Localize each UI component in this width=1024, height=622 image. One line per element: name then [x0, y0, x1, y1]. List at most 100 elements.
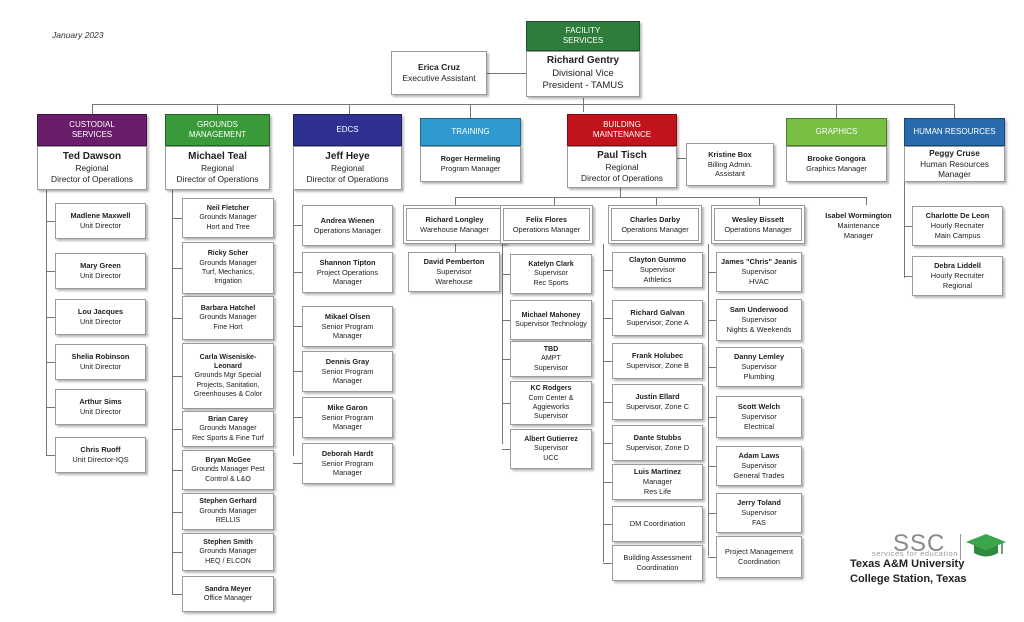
person-title: Grounds Mgr Special Projects, Sanitation… [193, 371, 263, 399]
person-title: Grounds Manager Fine Hort [199, 313, 257, 331]
person-name: Frank Holubec [631, 351, 684, 361]
person-title: Supervisor, Zone C [625, 402, 690, 411]
person-title: Com Center & Aggieworks Supervisor [528, 393, 574, 421]
person-name: Deborah Hardt [321, 448, 374, 458]
person-title: Supervisor Warehouse [435, 267, 473, 286]
person-title: Supervisor, Zone A [626, 318, 689, 327]
person-name: Debra Liddell [934, 261, 981, 271]
person-title: Grounds Manager HEQ / ELCON [199, 547, 257, 565]
training-header: TRAINING [420, 118, 521, 146]
person-title: Supervisor UCC [534, 444, 568, 462]
human-resources-header: HUMAN RESOURCES [904, 118, 1005, 146]
person-title: Supervisor Plumbing [741, 362, 777, 381]
person-title: Supervisor, Zone D [625, 443, 690, 452]
person-name: Arthur Sims [79, 397, 122, 407]
person-title: Grounds Manager Turf, Mechanics, Irrigat… [199, 258, 257, 286]
facility-services-header: FACILITY SERVICES [526, 21, 640, 51]
person-title: Office Manager [203, 594, 253, 602]
person-title: Unit Director [79, 271, 122, 280]
person-name: Michael Mahoney [521, 310, 581, 319]
executive-assistant-box: Erica Cruz Executive Assistant [391, 51, 487, 95]
person-name: Scott Welch [737, 402, 781, 412]
custodial-lead-box: Ted Dawson Regional Director of Operatio… [37, 146, 147, 190]
person-name: Dante Stubbs [633, 433, 682, 443]
building-staff-box: DM Coordination [612, 506, 703, 542]
graduation-cap-icon [966, 534, 1006, 557]
person-name: Dennis Gray [325, 356, 370, 366]
person-name: TBD [543, 344, 559, 353]
ssc-tagline: services for education [871, 549, 958, 558]
graphics-lead-box: Brooke Gongora Graphics Manager [786, 146, 887, 182]
grounds-management-header: GROUNDS MANAGEMENT [165, 114, 270, 146]
vp-title: Divisional Vice President - TAMUS [542, 67, 624, 92]
graphics-header: GRAPHICS [786, 118, 887, 146]
hr-lead-box: Peggy Cruse Human Resources Manager [904, 146, 1005, 182]
university-location: College Station, Texas [850, 572, 967, 585]
person-title: Supervisor Rec Sports [533, 269, 569, 287]
person-name: Neil Fletcher [206, 203, 250, 212]
person-name: Katelyn Clark [528, 259, 574, 268]
person-title: Supervisor General Trades [733, 461, 785, 480]
person-title: Supervisor Technology [515, 320, 587, 328]
person-name: Adam Laws [738, 451, 780, 461]
person-title: Senior Program Manager [321, 458, 374, 478]
person-title: Operations Manager [512, 224, 581, 234]
chart-date: January 2023 [52, 30, 104, 40]
person-name: Charles Darby [629, 214, 681, 224]
building-staff-box: Project Management Coordination [716, 536, 802, 578]
person-title: Grounds Manager RELLIS [199, 506, 257, 525]
person-title: Unit Director [79, 221, 122, 230]
person-name: Barbara Hatchel [200, 303, 256, 312]
person-title: Supervisor, Zone B [626, 361, 689, 370]
maintenance-manager-box: Isabel Wormington Maintenance Manager [817, 205, 900, 247]
person-name: Albert Gutierrez [524, 434, 578, 443]
person-title: Grounds Manager Pest Control & L&O [191, 465, 265, 483]
person-title: Unit Director [79, 407, 122, 416]
person-name: Luis Martinez [633, 467, 682, 477]
person-name: David Pemberton [423, 257, 485, 267]
person-title: Hourly Recruiter Main Campus [930, 221, 985, 240]
person-title: Supervisor Nights & Weekends [726, 315, 792, 334]
person-name: Lou Jacques [77, 307, 124, 317]
university-name: Texas A&M University [850, 558, 965, 570]
person-title: Supervisor Athletics [639, 265, 676, 284]
building-lead-box: Paul Tisch Regional Director of Operatio… [567, 146, 677, 188]
person-name: Mikael Olsen [324, 311, 371, 321]
person-name: Brian Carey [208, 414, 248, 423]
person-name: Richard Galvan [630, 308, 685, 318]
grounds-lead-box: Michael Teal Regional Director of Operat… [165, 146, 270, 190]
vp-name: Richard Gentry [546, 55, 620, 67]
person-name: Stephen Smith [203, 537, 253, 546]
person-name: Sam Underwood [729, 305, 789, 315]
person-name: Carla Wiseniske- Leonard [199, 352, 257, 370]
